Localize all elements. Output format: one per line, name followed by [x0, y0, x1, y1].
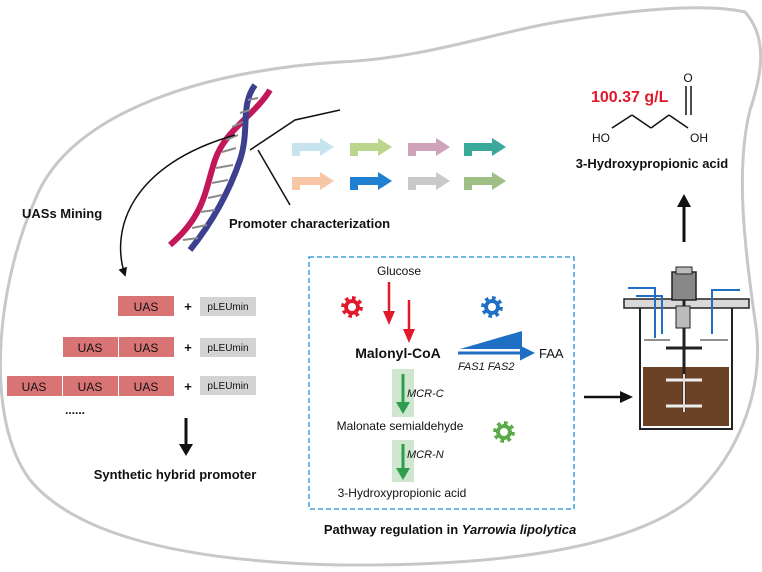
uas-label: UAS — [78, 341, 103, 355]
pathway-caption: Pathway regulation in Yarrowia lipolytic… — [324, 522, 576, 537]
plus-sign: + — [184, 340, 192, 355]
green-gear-icon — [493, 421, 515, 443]
uas-box — [63, 376, 118, 396]
pleumin-label: pLEUmin — [207, 381, 248, 392]
mcr-arrows — [392, 369, 414, 482]
uas-construct-row-1: UAS + pLEUmin — [118, 296, 256, 316]
molecule-o-label: O — [683, 71, 692, 85]
promoter-arrow-icon — [350, 172, 392, 190]
pleumin-box — [200, 338, 256, 357]
promoter-arrow-icon — [292, 172, 334, 190]
product-titer: 100.37 g/L — [591, 89, 669, 106]
3hp-molecule-structure — [611, 86, 692, 129]
gear-hole — [500, 428, 508, 436]
uas-box — [118, 296, 174, 316]
blue-gear-icon — [481, 296, 503, 318]
promoter-arrow-icon — [408, 138, 450, 156]
right-arrow-icon — [584, 391, 633, 403]
pleumin-box — [200, 297, 256, 316]
uas-label: UAS — [22, 380, 47, 394]
pleumin-label: pLEUmin — [207, 302, 248, 313]
uas-box — [119, 376, 174, 396]
uas-box — [63, 337, 118, 357]
down-arrow-icon — [179, 418, 193, 456]
faa-label: FAA — [539, 346, 564, 361]
mcr-n-label: MCR-N — [407, 449, 444, 461]
continuation-dots: ...... — [65, 403, 85, 417]
uas-label: UAS — [134, 380, 159, 394]
promoter-arrows — [292, 138, 506, 190]
pleumin-label: pLEUmin — [207, 343, 248, 354]
product-name-label: 3-Hydroxypropionic acid — [576, 156, 728, 171]
promoter-arrow-icon — [464, 138, 506, 156]
dna-helix-icon — [168, 83, 273, 252]
pathway-product-label: 3-Hydroxypropionic acid — [338, 486, 467, 500]
synthetic-hybrid-promoter-label: Synthetic hybrid promoter — [94, 467, 257, 482]
uas-construct-row-3: UAS UAS UAS + pLEUmin — [7, 376, 256, 396]
up-arrow-icon — [677, 194, 691, 242]
uas-construct-row-2: UAS UAS + pLEUmin — [63, 337, 256, 357]
plus-sign: + — [184, 379, 192, 394]
pathway-box — [308, 256, 575, 510]
uas-box — [7, 376, 62, 396]
molecule-ho-label: HO — [592, 131, 610, 145]
mcr-c-label: MCR-C — [407, 388, 444, 400]
molecule-oh-label: OH — [690, 131, 708, 145]
uas-mining-arrow — [118, 134, 236, 277]
malonate-semialdehyde-label: Malonate semialdehyde — [337, 419, 464, 433]
fas-genes-label: FAS1 FAS2 — [458, 361, 514, 373]
uas-label: UAS — [134, 300, 159, 314]
red-gear-icon — [341, 296, 363, 318]
yeast-cell-outline — [0, 6, 762, 567]
glucose-label: Glucose — [377, 264, 421, 278]
promoter-arrow-icon — [464, 172, 506, 190]
promoter-arrow-icon — [292, 138, 334, 156]
fas-regulation-arrow — [458, 331, 535, 361]
promoter-arrow-icon — [350, 138, 392, 156]
red-arrows — [383, 282, 415, 343]
pleumin-box — [200, 376, 256, 395]
uas-label: UAS — [134, 341, 159, 355]
promoter-characterization-label: Promoter characterization — [229, 216, 390, 231]
bioreactor-icon — [623, 266, 750, 430]
promoter-pointer-lines — [249, 109, 341, 206]
uas-box — [119, 337, 174, 357]
promoter-arrow-icon — [408, 172, 450, 190]
uas-label: UAS — [78, 380, 103, 394]
gear-hole — [348, 303, 356, 311]
gear-hole — [488, 303, 496, 311]
uas-mining-label: UASs Mining — [22, 206, 102, 221]
plus-sign: + — [184, 299, 192, 314]
malonyl-coa-label: Malonyl-CoA — [355, 345, 441, 361]
